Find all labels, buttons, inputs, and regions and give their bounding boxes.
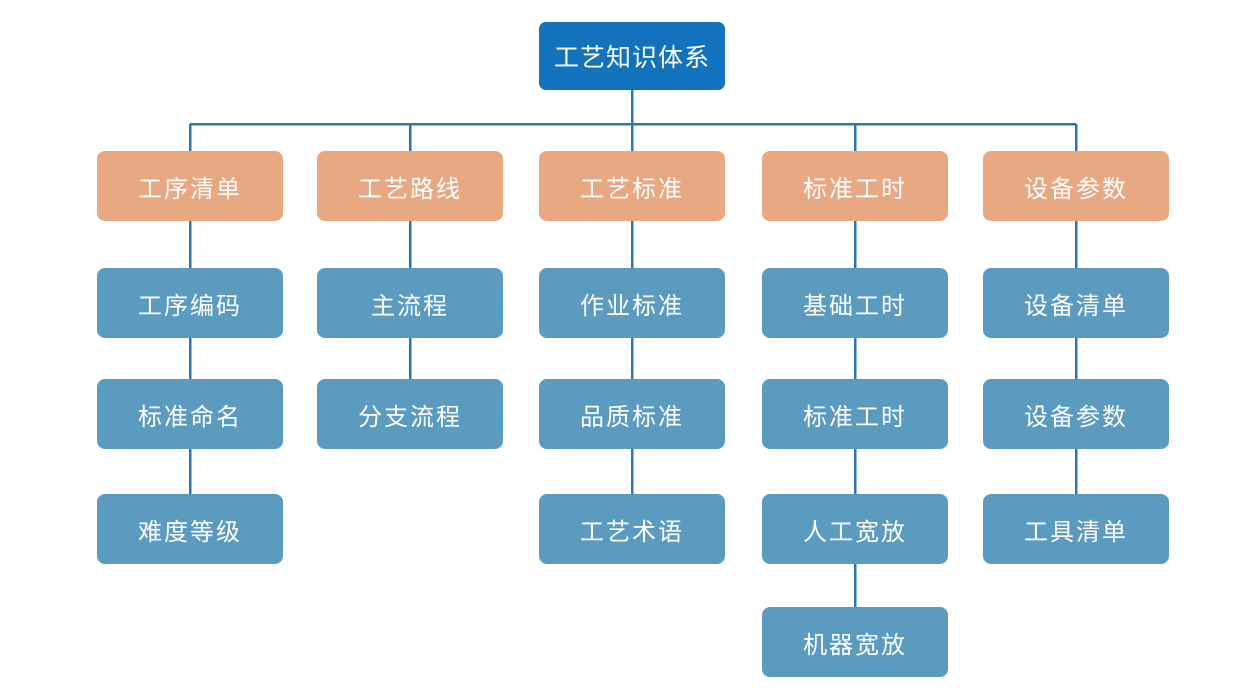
branch-node-1[interactable]: 工序清单: [97, 151, 283, 221]
leaf-node-2-1[interactable]: 主流程: [317, 268, 503, 338]
branch-node-2[interactable]: 工艺路线: [317, 151, 503, 221]
branch-node-5[interactable]: 设备参数: [983, 151, 1169, 221]
leaf-node-3-3[interactable]: 工艺术语: [539, 494, 725, 564]
leaf-node-1-1[interactable]: 工序编码: [97, 268, 283, 338]
leaf-node-4-4[interactable]: 机器宽放: [762, 607, 948, 677]
leaf-node-4-1[interactable]: 基础工时: [762, 268, 948, 338]
branch-node-4[interactable]: 标准工时: [762, 151, 948, 221]
leaf-node-5-2[interactable]: 设备参数: [983, 379, 1169, 449]
leaf-node-1-2[interactable]: 标准命名: [97, 379, 283, 449]
leaf-node-2-2[interactable]: 分支流程: [317, 379, 503, 449]
leaf-node-5-1[interactable]: 设备清单: [983, 268, 1169, 338]
leaf-node-3-2[interactable]: 品质标准: [539, 379, 725, 449]
leaf-node-4-2[interactable]: 标准工时: [762, 379, 948, 449]
branch-node-3[interactable]: 工艺标准: [539, 151, 725, 221]
leaf-node-3-1[interactable]: 作业标准: [539, 268, 725, 338]
leaf-node-4-3[interactable]: 人工宽放: [762, 494, 948, 564]
leaf-node-5-3[interactable]: 工具清单: [983, 494, 1169, 564]
root-node[interactable]: 工艺知识体系: [539, 22, 725, 90]
leaf-node-1-3[interactable]: 难度等级: [97, 494, 283, 564]
